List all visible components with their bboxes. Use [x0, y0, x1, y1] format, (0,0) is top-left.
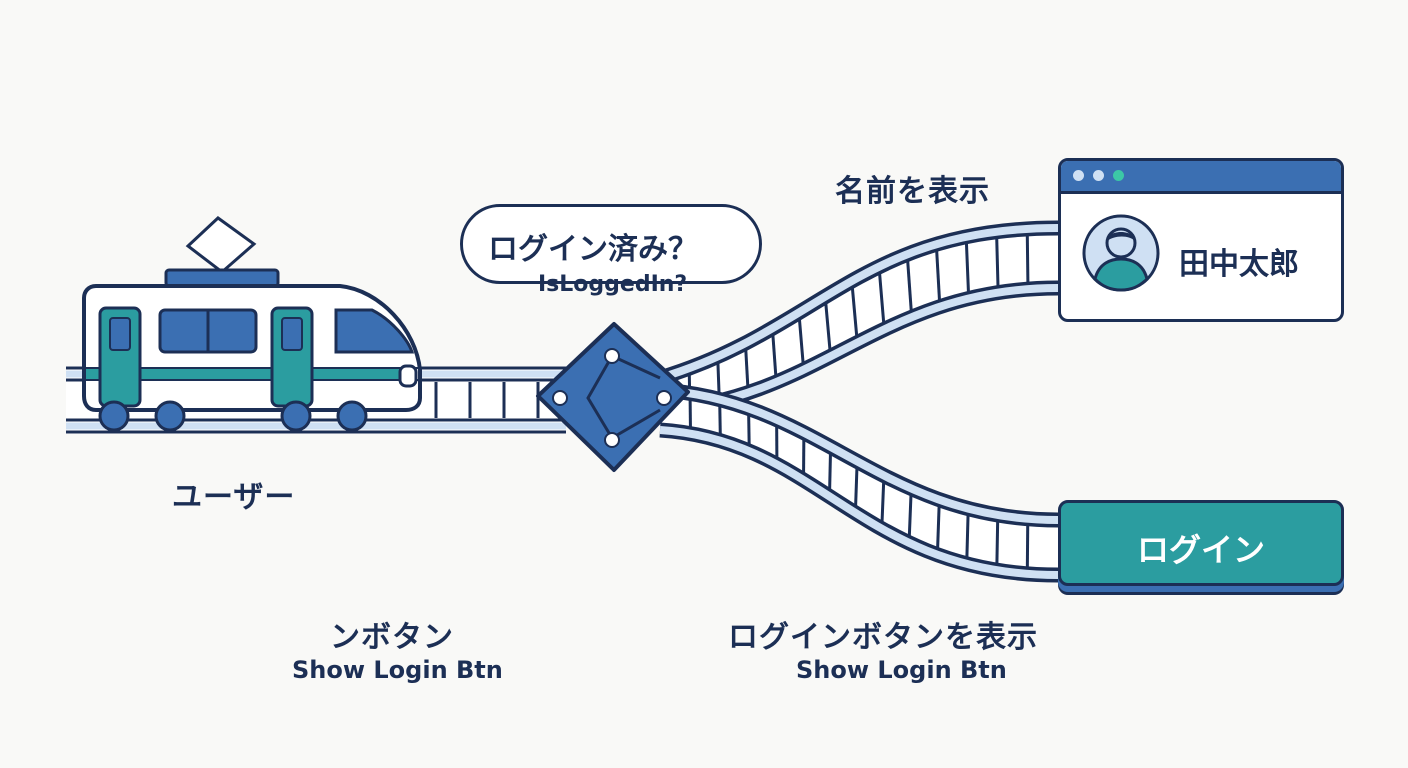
- track-tie: [797, 312, 806, 370]
- track-tie: [934, 244, 942, 307]
- login-button-label: ログイン: [1136, 531, 1265, 569]
- track-tie: [964, 236, 971, 299]
- left-caption-jp: ンボタン: [330, 620, 454, 655]
- login-button[interactable]: ログイン: [1058, 500, 1344, 586]
- switch-node: [536, 322, 690, 472]
- track-tie: [907, 488, 913, 543]
- user-name: 田中太郎: [1179, 247, 1299, 282]
- left-caption-en: Show Login Btn: [292, 656, 503, 684]
- window-dot-icon: [1073, 170, 1084, 181]
- track-tie: [770, 328, 778, 383]
- track-tie: [995, 515, 1000, 571]
- tram-icon: [82, 216, 422, 432]
- track-tie: [743, 343, 750, 393]
- track-tie: [905, 254, 914, 318]
- lower-branch-track: [659, 382, 1059, 583]
- window-dot-icon: [1113, 170, 1124, 181]
- display-name-label: 名前を表示: [835, 174, 990, 209]
- avatar-icon: [1082, 214, 1160, 292]
- decision-bubble: [460, 204, 762, 284]
- user-label: ユーザー: [172, 480, 296, 515]
- track-tie: [935, 499, 941, 555]
- decision-variable: IsLoggedIn?: [538, 272, 688, 297]
- track-tie: [880, 475, 886, 529]
- right-caption-jp: ログインボタンを表示: [728, 620, 1038, 655]
- decision-question: ログイン済み？: [488, 232, 698, 267]
- track-tie: [823, 296, 833, 357]
- right-caption-en: Show Login Btn: [796, 656, 1007, 684]
- window-dot-icon: [1093, 170, 1104, 181]
- track-tie: [850, 280, 859, 343]
- profile-window: 田中太郎: [1058, 158, 1344, 322]
- track-tie: [1025, 228, 1030, 290]
- track-tie: [877, 266, 886, 330]
- track-tie: [965, 508, 970, 564]
- track-tie: [995, 231, 1000, 293]
- window-titlebar: [1061, 161, 1341, 194]
